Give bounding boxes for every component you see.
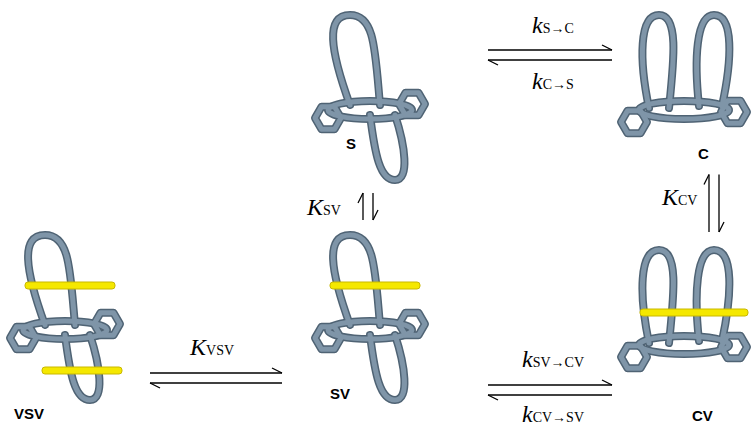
rate-constant: KSV	[305, 194, 343, 220]
equilibrium-arrow	[704, 175, 724, 233]
equilibrium-arrow	[488, 45, 612, 50]
rate-constant: kC→S	[530, 68, 576, 94]
molecule-label: SV	[330, 386, 350, 403]
molecule-label: VSV	[14, 406, 44, 423]
equilibrium-arrow	[488, 380, 612, 385]
molecule-node: CV	[620, 240, 750, 432]
rate-constant: KVSV	[188, 334, 236, 360]
equilibrium-arrow	[488, 395, 612, 400]
equilibrium-arrow	[150, 368, 282, 388]
rate-constant: KCV	[660, 184, 699, 210]
rate-constant: kSV→CV	[520, 346, 586, 372]
rate-constant: kCV→SV	[520, 401, 586, 427]
molecule-node: S	[300, 10, 480, 185]
molecule-node: SV	[290, 228, 480, 432]
molecule-node: C	[620, 10, 750, 167]
rate-constant: kS→C	[530, 12, 576, 38]
equilibrium-arrow	[488, 60, 612, 65]
molecule-label: S	[346, 136, 356, 153]
molecule-label: CV	[692, 408, 713, 425]
molecule-node: VSV	[2, 228, 142, 432]
equilibrium-arrow	[358, 193, 378, 220]
molecule-label: C	[698, 146, 709, 163]
